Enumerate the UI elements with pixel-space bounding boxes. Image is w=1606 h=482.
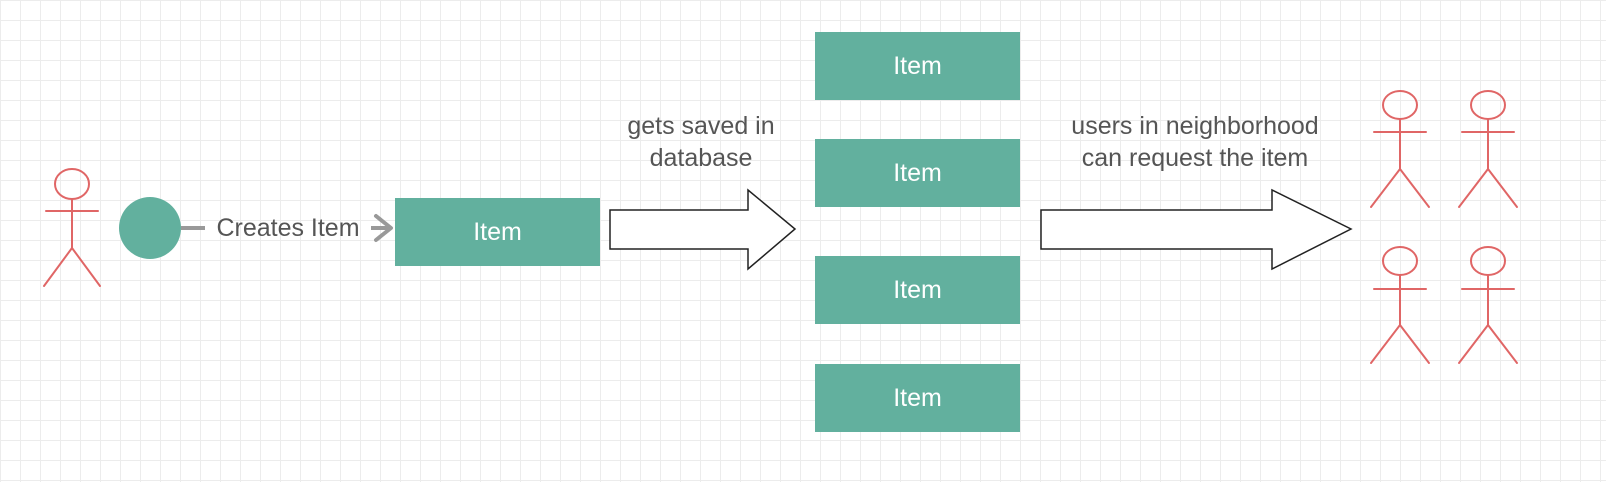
creator-actor-icon[interactable] — [43, 168, 101, 287]
database-item-box[interactable]: Item — [815, 256, 1020, 324]
request-block-arrow-icon[interactable] — [1040, 188, 1353, 271]
creates-item-label: Creates Item — [216, 214, 360, 242]
request-step-label-line2: can request the item — [1081, 144, 1309, 172]
database-item-box[interactable]: Item — [815, 139, 1020, 207]
database-item-box[interactable]: Item — [815, 364, 1020, 432]
save-block-arrow-icon[interactable] — [609, 188, 797, 271]
request-step-label-line1: users in neighborhood — [1071, 112, 1319, 140]
neighbor-actor-icon[interactable] — [1458, 246, 1518, 364]
neighbor-actor-icon[interactable] — [1458, 90, 1518, 208]
save-step-label-line1: gets saved in — [627, 112, 775, 140]
database-item-box[interactable]: Item — [815, 32, 1020, 100]
save-step-label: gets saved in database — [601, 110, 801, 174]
request-step-label: users in neighborhood can request the it… — [1040, 110, 1350, 174]
neighbor-actor-icon[interactable] — [1370, 90, 1430, 208]
connector-arrowhead-icon — [374, 214, 393, 242]
neighbor-actor-icon[interactable] — [1370, 246, 1430, 364]
created-item-box[interactable]: Item — [395, 198, 600, 266]
interface-circle-icon[interactable] — [119, 197, 181, 259]
save-step-label-line2: database — [649, 144, 753, 172]
